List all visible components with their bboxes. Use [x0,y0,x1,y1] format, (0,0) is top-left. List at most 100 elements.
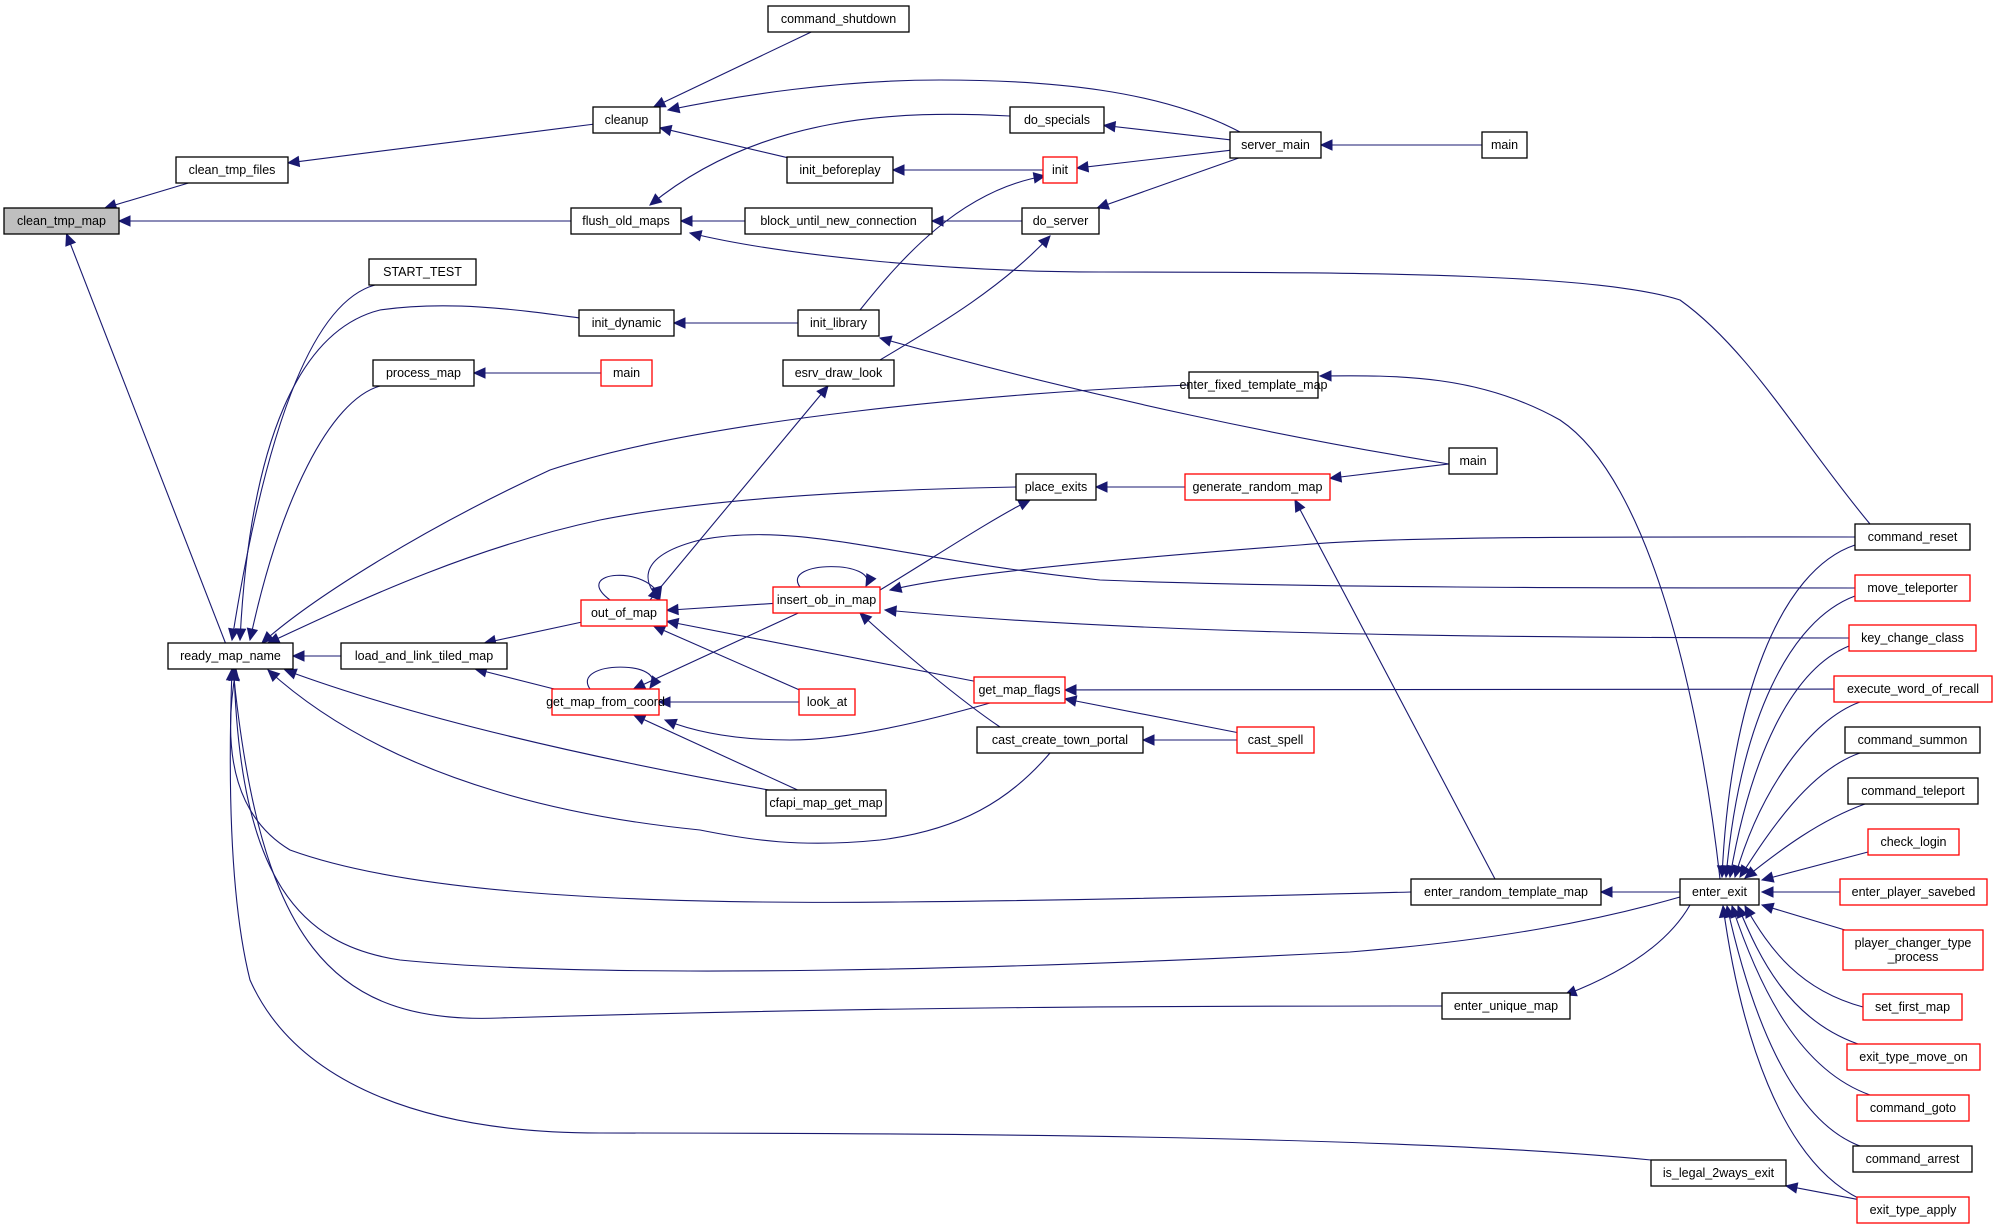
edge-set_first_map-to-enter_exit [1744,905,1864,1008]
arrowhead-icon [65,232,77,247]
node-box [1448,447,1498,475]
node-command-summon[interactable]: command_summon [1844,726,1981,754]
node-label: clean_tmp_files [189,163,276,177]
node-box [551,688,660,716]
node-check-login[interactable]: check_login [1867,828,1960,856]
node-enter-fixed-template-map[interactable]: enter_fixed_template_map [1179,371,1328,399]
node-insert-ob-in-map[interactable]: insert_ob_in_map [772,586,881,614]
node-main-red[interactable]: main [600,359,653,387]
node-clean-tmp-map[interactable]: clean_tmp_map [3,207,120,235]
node-enter-unique-map[interactable]: enter_unique_map [1441,992,1571,1020]
arrowhead-icon [1037,235,1051,249]
node-box [1842,929,1984,971]
edge-server_main-to-do_server [1097,157,1239,209]
node-command-shutdown[interactable]: command_shutdown [767,5,910,33]
node-process-map[interactable]: process_map [372,359,475,387]
node-move-teleporter[interactable]: move_teleporter [1854,574,1971,602]
node-label: cfapi_map_get_map [769,796,882,810]
node-generate-random-map[interactable]: generate_random_map [1184,473,1331,501]
node-exit-type-move-on[interactable]: exit_type_move_on [1846,1043,1981,1071]
node-get-map-flags[interactable]: get_map_flags [973,676,1066,704]
node-place-exits[interactable]: place_exits [1015,473,1097,501]
arrowhead-icon [891,164,905,176]
node-exit-type-apply[interactable]: exit_type_apply [1856,1196,1970,1224]
node-init-library[interactable]: init_library [797,309,880,337]
node-execute-word-of-recall[interactable]: execute_word_of_recall [1833,675,1993,703]
node-label: enter_random_template_map [1424,885,1588,899]
arrowhead-icon [632,714,647,726]
node-ready-map-name[interactable]: ready_map_name [167,642,294,670]
node-box [1862,993,1963,1021]
arrowhead-icon [679,215,693,227]
node-main-mid[interactable]: main [1448,447,1498,475]
node-player-changer-type-process[interactable]: player_changer_type_process [1842,929,1984,971]
node-command-reset[interactable]: command_reset [1854,523,1971,551]
node-command-goto[interactable]: command_goto [1856,1094,1970,1122]
arrowhead-icon [472,367,486,379]
node-init-beforeplay[interactable]: init_beforeplay [786,156,894,184]
node-get-map-from-coord[interactable]: get_map_from_coord [546,688,665,716]
node-enter-exit[interactable]: enter_exit [1679,878,1760,906]
node-command-teleport[interactable]: command_teleport [1847,777,1979,805]
node-esrv-draw-look[interactable]: esrv_draw_look [782,359,895,387]
edge-command_reset-to-flush_old_maps [689,232,1871,525]
node-cast-spell[interactable]: cast_spell [1236,726,1315,754]
arrowhead-icon [225,667,238,681]
node-box [973,676,1066,704]
node-main-top[interactable]: main [1481,131,1528,159]
arrowhead-icon [1141,734,1155,746]
node-START-TEST[interactable]: START_TEST [368,258,477,286]
edge-insert_ob_in_map-to-insert_ob_in_map [796,566,868,588]
node-clean-tmp-files[interactable]: clean_tmp_files [175,156,289,184]
node-command-arrest[interactable]: command_arrest [1852,1145,1973,1173]
node-box [1021,207,1100,235]
node-init[interactable]: init [1042,156,1078,184]
node-label: init_library [810,316,868,330]
node-cleanup[interactable]: cleanup [592,106,661,134]
node-label: cast_create_town_portal [992,733,1128,747]
node-is-legal-2ways-exit[interactable]: is_legal_2ways_exit [1650,1159,1787,1187]
node-label: main [1491,138,1518,152]
node-look-at[interactable]: look_at [798,688,856,716]
arrowhead-icon [1318,370,1332,382]
node-enter-random-template-map[interactable]: enter_random_template_map [1410,878,1602,906]
edge-main_mid-to-generate_random_map [1329,463,1450,479]
arrowhead-icon [647,587,661,601]
node-flush-old-maps[interactable]: flush_old_maps [570,207,682,235]
node-out-of-map[interactable]: out_of_map [580,599,668,627]
node-box [1839,878,1988,906]
node-cfapi-map-get-map[interactable]: cfapi_map_get_map [765,789,887,817]
edge-START_TEST-to-ready_map_name [231,284,376,641]
node-do-server[interactable]: do_server [1021,207,1100,235]
edge-insert_ob_in_map-to-out_of_map [666,602,774,611]
node-init-dynamic[interactable]: init_dynamic [578,309,675,337]
node-block-until-new-connection[interactable]: block_until_new_connection [744,207,933,235]
node-key-change-class[interactable]: key_change_class [1848,624,1977,652]
node-label: esrv_draw_look [795,366,883,380]
node-label: place_exits [1025,480,1088,494]
node-label: _process [1887,950,1939,964]
node-enter-player-savebed[interactable]: enter_player_savebed [1839,878,1988,906]
edge-cfapi_map_get_map-to-ready_map_name [284,669,781,793]
node-box [580,599,668,627]
node-label: do_server [1033,214,1089,228]
arrowhead-icon [1744,866,1758,879]
arrowhead-icon [1718,904,1731,919]
node-do-specials[interactable]: do_specials [1009,106,1105,134]
edge-enter_exit-to-enter_fixed_template_map [1319,375,1721,880]
edge-enter_exit-to-enter_unique_map [1564,904,1691,996]
node-set-first-map[interactable]: set_first_map [1862,993,1963,1021]
node-box [1441,992,1571,1020]
arrowhead-icon [1784,1182,1799,1194]
arrowhead-icon [291,650,305,662]
node-load-and-link-tiled-map[interactable]: load_and_link_tiled_map [340,642,508,670]
node-cast-create-town-portal[interactable]: cast_create_town_portal [976,726,1144,754]
edge-cleanup-to-clean_tmp_files [287,123,594,164]
arrowhead-icon [234,628,247,642]
node-server-main[interactable]: server_main [1229,131,1322,159]
edge-server_main-to-cleanup [667,79,1241,133]
node-label: enter_fixed_template_map [1179,378,1327,392]
arrowhead-icon [652,96,667,108]
edge-enter_unique_map-to-ready_map_name [232,668,1443,1019]
